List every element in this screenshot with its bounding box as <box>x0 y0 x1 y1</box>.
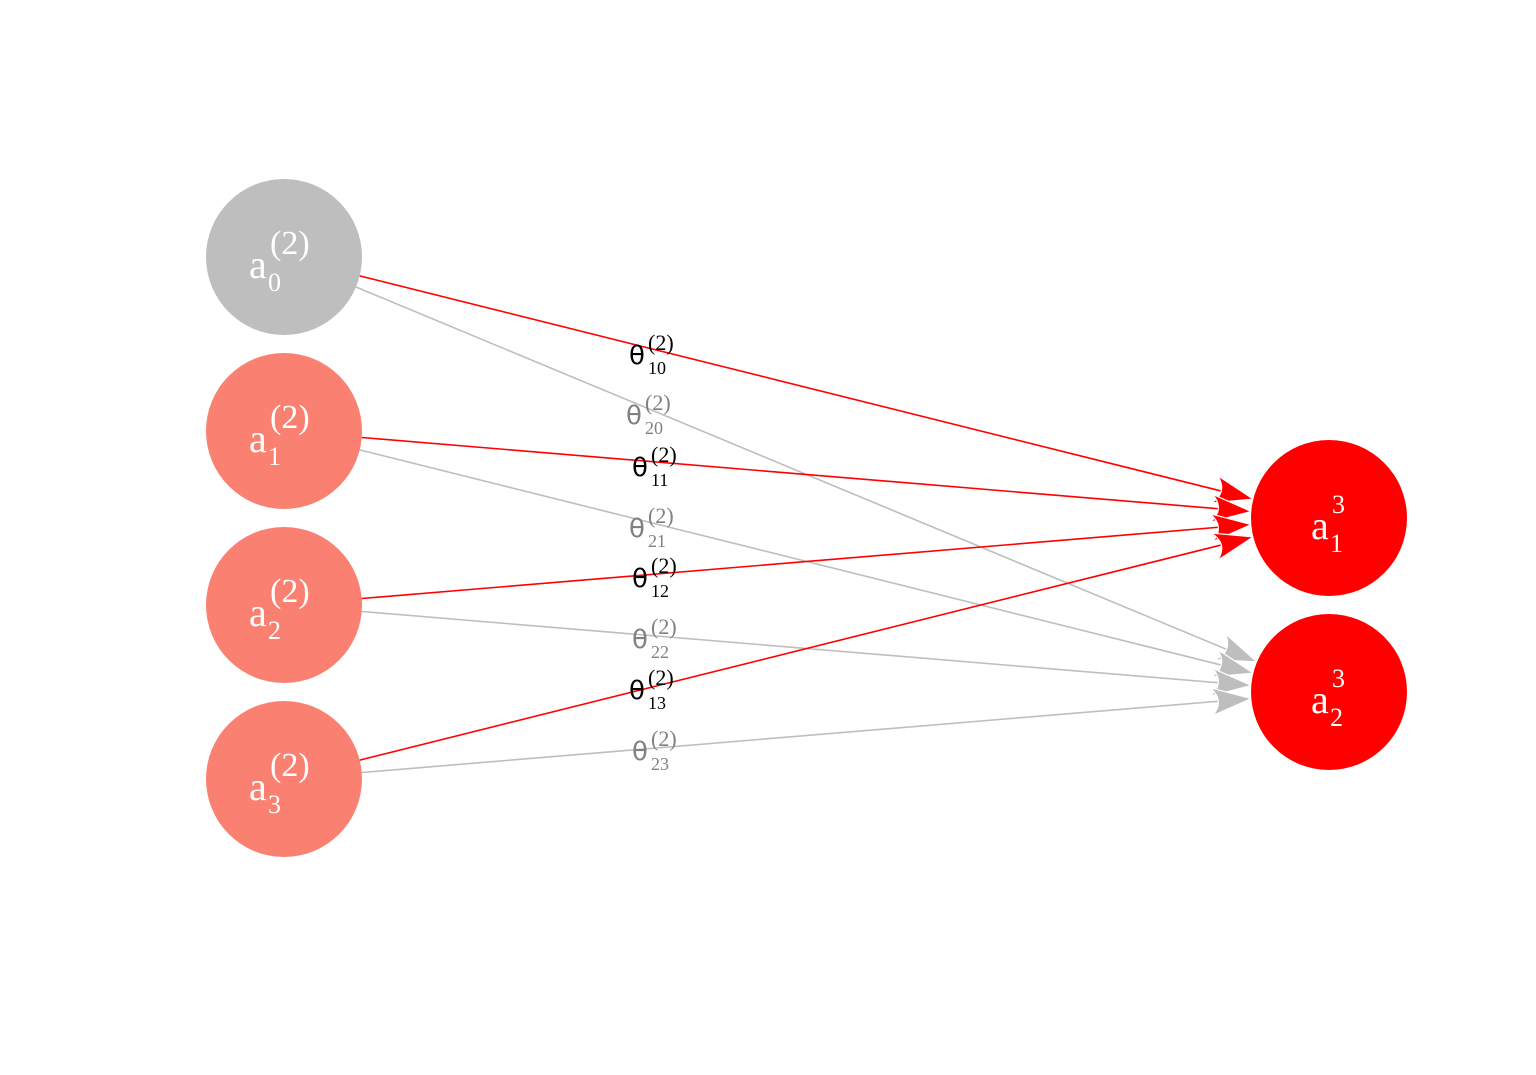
edge-labels-layer: θ(2)10θ(2)20θ(2)11θ(2)21θ(2)12θ(2)22θ(2)… <box>626 330 677 774</box>
node-label-subscript: 0 <box>268 268 281 297</box>
node-label-subscript: 1 <box>1330 529 1343 558</box>
edge-label-subscript: 22 <box>651 642 669 662</box>
edge-a1-o2 <box>359 449 1237 670</box>
edge-label-a0-o2: θ(2) 20 <box>626 390 671 438</box>
node-a0: a(2) 0 <box>206 179 362 335</box>
edge-a3-o2 <box>361 699 1234 774</box>
node-a2: a(2) 2 <box>206 527 362 683</box>
node-label-superscript: (2) <box>270 225 310 262</box>
edge-arrowhead-a0-o1 <box>1210 475 1256 504</box>
edge-label-superscript: (2) <box>648 503 674 528</box>
edge-label-a3-o1: θ(2) 13 <box>629 665 674 713</box>
edge-label-a3-o2: θ(2) 23 <box>632 726 677 774</box>
node-circle <box>206 527 362 683</box>
edge-label-superscript: (2) <box>651 553 677 578</box>
node-circle <box>1251 614 1407 770</box>
node-label-base: a <box>249 590 267 635</box>
edge-label-superscript: (2) <box>651 442 677 467</box>
edge-arrowhead-a1-o2 <box>1210 649 1256 678</box>
node-label-base: a <box>249 242 267 287</box>
edge-label-base: θ <box>632 453 648 483</box>
edge-label-base: θ <box>629 514 645 544</box>
node-label-superscript: 3 <box>1332 490 1345 519</box>
edge-label-base: θ <box>629 341 645 371</box>
edge-label-superscript: (2) <box>651 614 677 639</box>
edge-label-subscript: 23 <box>651 754 669 774</box>
edge-label-superscript: (2) <box>648 665 674 690</box>
node-label-superscript: 3 <box>1332 664 1345 693</box>
node-label-subscript: 3 <box>268 790 281 819</box>
edge-label-subscript: 21 <box>648 531 666 551</box>
edge-label-subscript: 13 <box>648 693 666 713</box>
edge-label-subscript: 12 <box>651 581 669 601</box>
node-label-subscript: 1 <box>268 442 281 471</box>
edge-label-a2-o1: θ(2) 12 <box>632 553 677 601</box>
node-label-base: a <box>1311 503 1329 548</box>
edge-arrowhead-a1-o1 <box>1209 493 1254 523</box>
node-label-base: a <box>249 764 267 809</box>
node-a3: a(2) 3 <box>206 701 362 857</box>
edge-label-base: θ <box>632 737 648 767</box>
node-label-superscript: (2) <box>270 573 310 610</box>
edge-label-a1-o1: θ(2) 11 <box>632 442 677 490</box>
node-label-subscript: 2 <box>268 616 281 645</box>
edge-label-a2-o2: θ(2) 22 <box>632 614 677 662</box>
edge-a2-o1 <box>361 525 1234 600</box>
edge-label-a0-o1: θ(2) 10 <box>629 330 674 378</box>
edge-a2-o2 <box>361 610 1234 685</box>
node-label-base: a <box>1311 677 1329 722</box>
edge-a3-o1 <box>359 540 1237 761</box>
node-label-superscript: (2) <box>270 747 310 784</box>
edge-a0-o1 <box>359 275 1237 496</box>
edge-label-base: θ <box>632 625 648 655</box>
edge-label-base: θ <box>626 401 642 431</box>
node-circle <box>1251 440 1407 596</box>
edge-a0-o2 <box>355 286 1241 656</box>
node-circle <box>206 353 362 509</box>
edge-label-subscript: 10 <box>648 358 666 378</box>
node-label-base: a <box>249 416 267 461</box>
edge-label-base: θ <box>629 676 645 706</box>
edge-arrowhead-a2-o2 <box>1209 667 1254 697</box>
edge-label-base: θ <box>632 564 648 594</box>
edge-a1-o1 <box>361 436 1234 511</box>
node-a1: a(2) 1 <box>206 353 362 509</box>
edges-layer <box>355 275 1259 774</box>
node-label-superscript: (2) <box>270 399 310 436</box>
node-circle <box>206 179 362 335</box>
edge-label-subscript: 11 <box>651 470 668 490</box>
edge-label-superscript: (2) <box>651 726 677 751</box>
node-circle <box>206 701 362 857</box>
edge-label-superscript: (2) <box>648 330 674 355</box>
edge-label-superscript: (2) <box>645 390 671 415</box>
edge-label-a1-o2: θ(2) 21 <box>629 503 674 551</box>
node-label-subscript: 2 <box>1330 703 1343 732</box>
edge-arrowhead-a3-o1 <box>1210 532 1256 561</box>
edge-label-subscript: 20 <box>645 418 663 438</box>
edge-arrowhead-a3-o2 <box>1209 687 1254 717</box>
